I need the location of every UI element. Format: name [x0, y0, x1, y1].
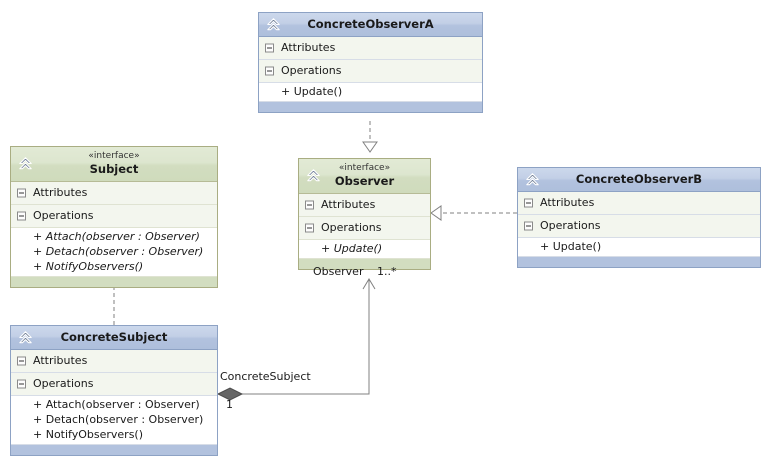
- operation-item[interactable]: + Update(): [540, 240, 602, 253]
- class-name: ConcreteSubject: [60, 330, 168, 344]
- collapse-minus-icon[interactable]: [17, 356, 26, 365]
- hollow-triangle-arrowhead: [430, 205, 442, 221]
- association-multiplicity-concrete-subject[interactable]: 1: [226, 398, 233, 411]
- operations-row[interactable]: Operations: [259, 62, 482, 79]
- uml-class-subject[interactable]: «interface» Subject Attributes Operation…: [10, 146, 218, 288]
- attributes-row[interactable]: Attributes: [299, 196, 430, 213]
- operation-item[interactable]: + NotifyObservers(): [33, 428, 144, 441]
- double-chevron-up-icon: [305, 168, 322, 185]
- collapse-minus-icon[interactable]: [17, 211, 26, 220]
- operations-list: + Update(): [259, 83, 482, 101]
- double-chevron-up-icon: [524, 171, 541, 188]
- hollow-triangle-arrowhead: [362, 141, 378, 153]
- attributes-row[interactable]: Attributes: [259, 39, 482, 56]
- operation-item[interactable]: + Detach(observer : Observer): [33, 245, 204, 258]
- operations-label: Operations: [33, 209, 94, 222]
- uml-class-concrete-subject[interactable]: ConcreteSubject Attributes Operations + …: [10, 325, 218, 456]
- attributes-row[interactable]: Attributes: [11, 184, 217, 201]
- open-arrowhead-target: [362, 278, 376, 290]
- double-chevron-up-icon: [17, 329, 34, 346]
- attributes-compartment[interactable]: Attributes: [518, 192, 760, 215]
- operations-row[interactable]: Operations: [518, 217, 760, 234]
- attributes-row[interactable]: Attributes: [518, 194, 760, 211]
- class-header: ConcreteSubject: [11, 326, 217, 350]
- operations-compartment[interactable]: Operations: [11, 205, 217, 228]
- operations-compartment[interactable]: Operations: [518, 215, 760, 238]
- operation-item[interactable]: + Update(): [321, 242, 383, 255]
- attributes-label: Attributes: [281, 41, 336, 54]
- realization-concreteobservera-observer: [362, 121, 378, 153]
- collapse-minus-icon[interactable]: [524, 221, 533, 230]
- operations-label: Operations: [281, 64, 342, 77]
- class-footer: [11, 276, 217, 287]
- operations-compartment[interactable]: Operations: [11, 373, 217, 396]
- realization-concreteobserverb-observer: [430, 205, 517, 221]
- operations-row[interactable]: Operations: [299, 219, 430, 236]
- class-stereotype: «interface»: [338, 163, 391, 173]
- collapse-minus-icon[interactable]: [265, 66, 274, 75]
- collapse-minus-icon[interactable]: [17, 379, 26, 388]
- attributes-compartment[interactable]: Attributes: [11, 182, 217, 205]
- collapse-minus-icon[interactable]: [265, 43, 274, 52]
- operation-item[interactable]: + NotifyObservers(): [33, 260, 144, 273]
- class-header: ConcreteObserverB: [518, 168, 760, 192]
- class-name: ConcreteObserverA: [307, 17, 434, 31]
- class-header: «interface» Subject: [11, 147, 217, 182]
- uml-class-concrete-observer-a[interactable]: ConcreteObserverA Attributes Operations …: [258, 12, 483, 113]
- attributes-label: Attributes: [321, 198, 376, 211]
- operations-compartment[interactable]: Operations: [299, 217, 430, 240]
- class-footer: [259, 101, 482, 112]
- association-multiplicity-observer[interactable]: 1..*: [377, 265, 397, 278]
- class-header: ConcreteObserverA: [259, 13, 482, 37]
- uml-class-concrete-observer-b[interactable]: ConcreteObserverB Attributes Operations …: [517, 167, 761, 268]
- collapse-minus-icon[interactable]: [17, 188, 26, 197]
- operations-compartment[interactable]: Operations: [259, 60, 482, 83]
- operations-list: + Attach(observer : Observer) + Detach(o…: [11, 228, 217, 276]
- operation-item[interactable]: + Update(): [281, 85, 343, 98]
- collapse-minus-icon[interactable]: [524, 198, 533, 207]
- attributes-row[interactable]: Attributes: [11, 352, 217, 369]
- uml-class-observer[interactable]: «interface» Observer Attributes Operatio…: [298, 158, 431, 270]
- operation-item[interactable]: + Attach(observer : Observer): [33, 230, 200, 243]
- class-header: «interface» Observer: [299, 159, 430, 194]
- class-name: Subject: [89, 162, 139, 176]
- attributes-compartment[interactable]: Attributes: [11, 350, 217, 373]
- association-role-observer[interactable]: Observer: [313, 265, 364, 278]
- operation-item[interactable]: + Detach(observer : Observer): [33, 413, 204, 426]
- operation-item[interactable]: + Attach(observer : Observer): [33, 398, 200, 411]
- class-name: ConcreteObserverB: [575, 172, 703, 186]
- operations-label: Operations: [540, 219, 601, 232]
- attributes-label: Attributes: [33, 354, 88, 367]
- collapse-minus-icon[interactable]: [305, 223, 314, 232]
- attributes-label: Attributes: [540, 196, 595, 209]
- class-stereotype: «interface»: [88, 151, 140, 161]
- attributes-compartment[interactable]: Attributes: [259, 37, 482, 60]
- operations-row[interactable]: Operations: [11, 375, 217, 392]
- collapse-minus-icon[interactable]: [305, 200, 314, 209]
- class-footer: [518, 256, 760, 267]
- attributes-label: Attributes: [33, 186, 88, 199]
- attributes-compartment[interactable]: Attributes: [299, 194, 430, 217]
- operations-label: Operations: [321, 221, 382, 234]
- association-role-concrete-subject[interactable]: ConcreteSubject: [220, 370, 311, 383]
- class-name: Observer: [334, 174, 395, 188]
- double-chevron-up-icon: [265, 16, 282, 33]
- operations-list: + Update(): [518, 238, 760, 256]
- operations-list: + Update(): [299, 240, 430, 258]
- operations-list: + Attach(observer : Observer) + Detach(o…: [11, 396, 217, 444]
- double-chevron-up-icon: [17, 156, 34, 173]
- operations-label: Operations: [33, 377, 94, 390]
- class-footer: [299, 258, 430, 269]
- class-footer: [11, 444, 217, 455]
- operations-row[interactable]: Operations: [11, 207, 217, 224]
